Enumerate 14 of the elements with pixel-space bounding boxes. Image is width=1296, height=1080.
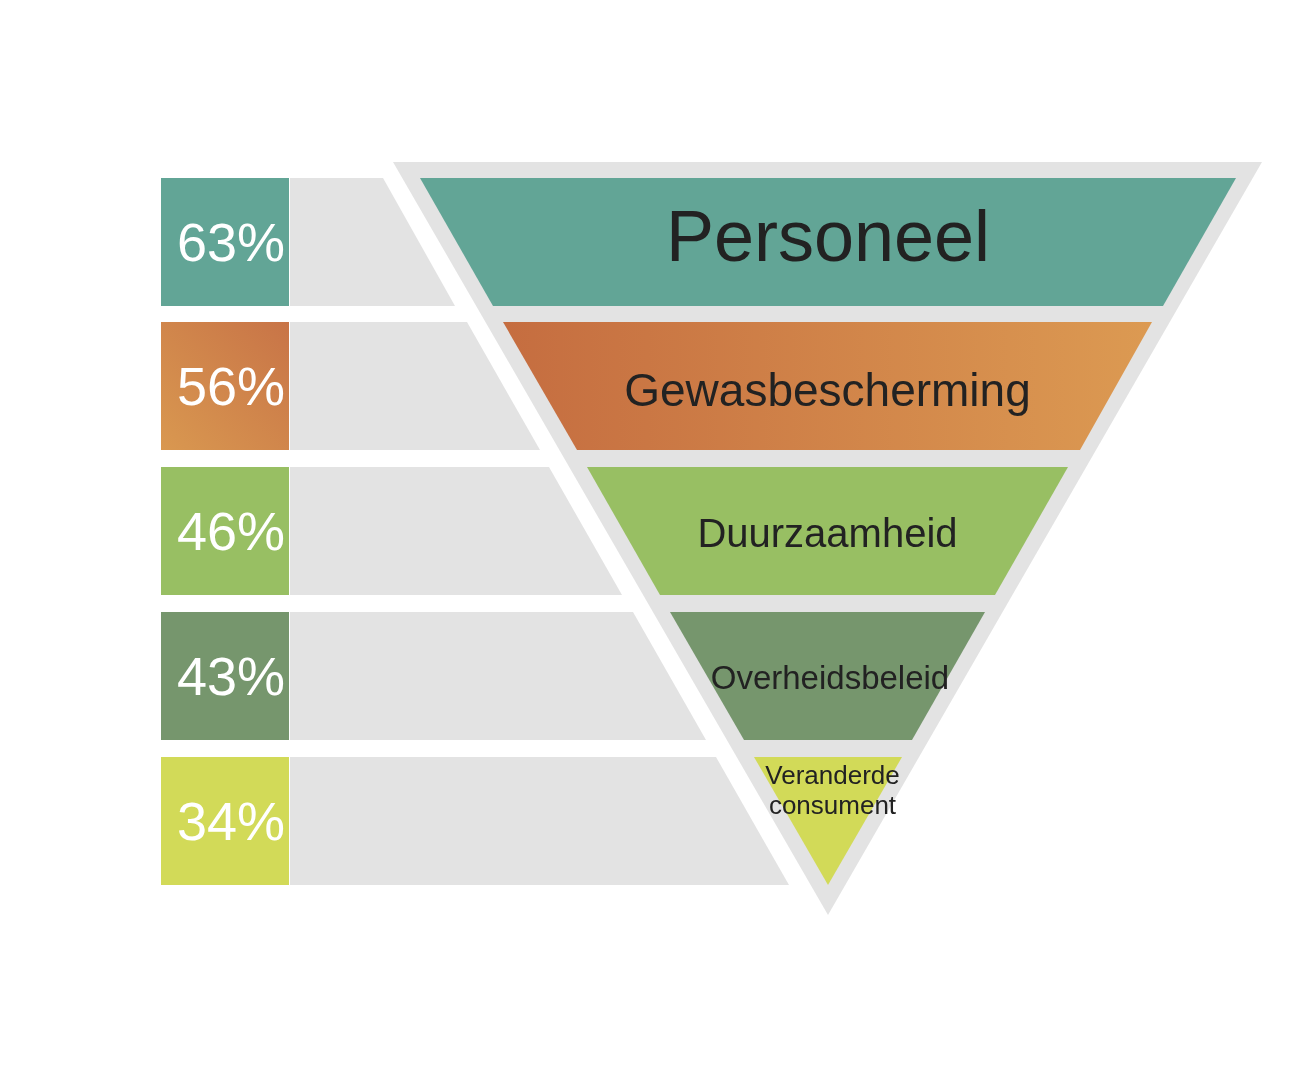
- percentage-box: [161, 322, 289, 450]
- category-label: Overheidsbeleid: [710, 659, 950, 697]
- category-label: Personeel: [665, 194, 991, 278]
- category-label: Gewasbescherming: [624, 363, 1031, 417]
- percentage-box: [161, 178, 289, 306]
- percentage-value: 46%: [176, 499, 285, 563]
- percentage-value: 34%: [176, 789, 285, 853]
- category-label: Duurzaamheid: [697, 510, 958, 556]
- percentage-value: 63%: [176, 210, 285, 274]
- percentage-value: 56%: [176, 354, 285, 418]
- percentage-box: [161, 467, 289, 595]
- percentage-value: 43%: [176, 644, 285, 708]
- percentage-box: [161, 612, 289, 740]
- percentage-box: [161, 757, 289, 885]
